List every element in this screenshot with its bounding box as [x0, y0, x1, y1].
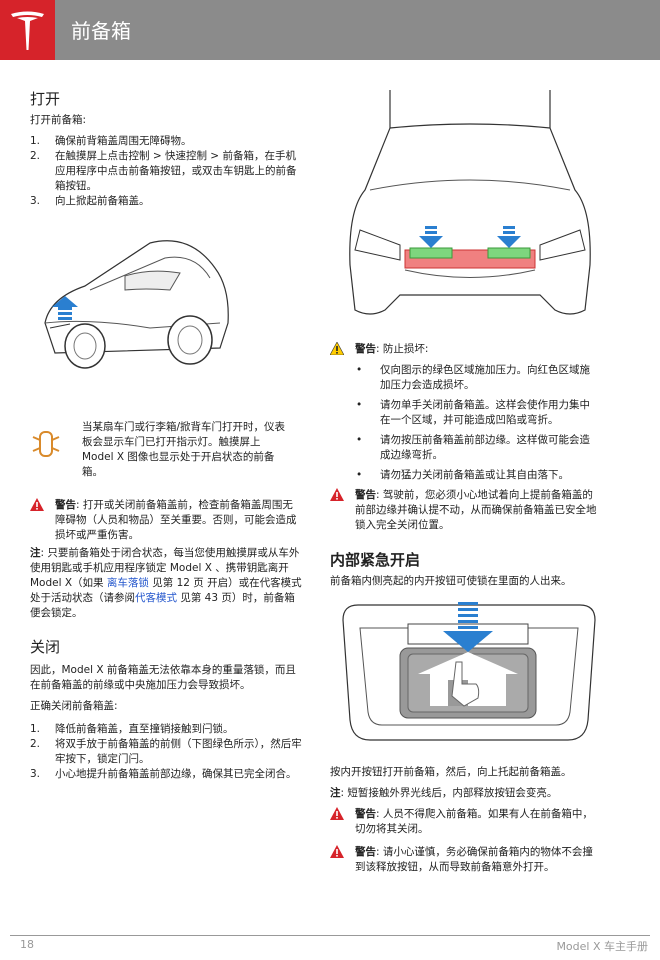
warning-icon	[329, 341, 345, 360]
link-valet-mode[interactable]: 代客模式	[135, 592, 177, 604]
press-arrow-icon	[443, 602, 493, 652]
list-item: 3.小心地提升前备箱盖前部边缘，确保其已完全闭合。	[30, 768, 297, 780]
warning-icon	[330, 807, 344, 825]
warning-icon	[330, 845, 344, 863]
close-steps: 1.降低前备箱盖，直至撞销接触到闩锁。 2.将双手放于前备箱盖的前侧（下图绿色所…	[30, 722, 302, 782]
list-item: •请勿按压前备箱盖前部边缘。这样做可能会造成边缘弯折。	[356, 434, 590, 461]
list-item: 1.降低前备箱盖，直至撞销接触到闩锁。	[30, 723, 234, 735]
open-heading: 打开	[30, 90, 61, 108]
open-intro: 打开前备箱:	[30, 114, 87, 126]
close-section: 关闭 因此，Model X 前备箱盖无法依靠本身的重量落锁，而且在前备箱盖的前缘…	[30, 640, 302, 782]
list-item: •请勿猛力关闭前备箱盖或让其自由落下。	[356, 469, 569, 481]
list-item: •请勿单手关闭前备箱盖。这样会使作用力集中在一个区域，并可能造成凹陷或弯折。	[356, 399, 590, 426]
lock-note: 注: 只要前备箱处于闭合状态，每当您使用触摸屏或从车外使用钥匙或手机应用程序锁定…	[30, 547, 302, 619]
frunk-close-figure	[330, 90, 610, 334]
list-item: •仅向图示的绿色区域施加压力。向红色区域施加压力会造成损坏。	[356, 364, 590, 391]
warning-icon	[330, 488, 344, 506]
list-item: 2.将双手放于前备箱盖的前侧（下图绿色所示），然后牢牢按下，锁定门闩。	[30, 738, 302, 765]
manual-title: Model X 车主手册	[556, 940, 648, 953]
warning-icon	[30, 498, 44, 516]
close-heading: 关闭	[30, 638, 61, 656]
tesla-t-icon	[11, 11, 44, 50]
release-button-figure	[338, 600, 600, 754]
right-bottom: 按内开按钮打开前备箱，然后，向上托起前备箱盖。 注: 短暂接触外界光线后，内部释…	[330, 765, 602, 875]
open-steps: 1.确保前背箱盖周围无障碍物。 2.在触摸屏上点击控制 > 快速控制 > 前备箱…	[30, 134, 302, 209]
left-column: 打开 打开前备箱: 1.确保前背箱盖周围无障碍物。 2.在触摸屏上点击控制 > …	[30, 92, 302, 209]
footer-divider	[10, 935, 650, 936]
push-arrow-right-icon	[497, 226, 521, 248]
close-intro: 因此，Model X 前备箱盖无法依靠本身的重量落锁，而且在前备箱盖的前缘或中央…	[30, 664, 296, 691]
page-number: 18	[20, 938, 34, 951]
damage-bullets: •仅向图示的绿色区域施加压力。向红色区域施加压力会造成损坏。 •请勿单手关闭前备…	[330, 363, 600, 483]
lift-arrow-icon	[52, 296, 78, 320]
door-note: 当某扇车门或行李箱/掀背车门打开时，仪表板会显示车门已打开指示灯。触摸屏上 Mo…	[30, 420, 292, 480]
door-open-indicator-icon	[30, 428, 62, 465]
emergency-intro: 前备箱内侧亮起的内开按钮可使锁在里面的人出来。	[330, 575, 572, 587]
list-item: 2.在触摸屏上点击控制 > 快速控制 > 前备箱，在手机应用程序中点击前备箱按钮…	[30, 150, 297, 192]
close-intro-2: 正确关闭前备箱盖:	[30, 700, 118, 712]
link-walk-away-lock[interactable]: 离车落锁	[106, 577, 149, 589]
note-text: 当某扇车门或行李箱/掀背车门打开时，仪表板会显示车门已打开指示灯。触摸屏上 Mo…	[82, 421, 286, 478]
emergency-heading: 内部紧急开启	[330, 551, 421, 569]
frunk-open-figure	[30, 228, 240, 382]
right-column: 警告: 防止损坏: •仅向图示的绿色区域施加压力。向红色区域施加压力会造成损坏。…	[329, 341, 600, 589]
release-house-icon	[418, 652, 518, 707]
list-item: 3.向上掀起前备箱盖。	[30, 195, 150, 207]
page-header: 前备箱	[0, 0, 660, 60]
open-warning: 警告: 打开或关闭前备箱盖前，检查前备箱盖周围无障碍物（人员和物品）至关重要。否…	[30, 498, 300, 543]
tesla-logo	[0, 0, 55, 60]
release-instruction: 按内开按钮打开前备箱，然后，向上托起前备箱盖。	[330, 766, 572, 778]
list-item: 1.确保前背箱盖周围无障碍物。	[30, 135, 192, 147]
push-arrow-left-icon	[419, 226, 443, 248]
page-title: 前备箱	[71, 19, 131, 43]
